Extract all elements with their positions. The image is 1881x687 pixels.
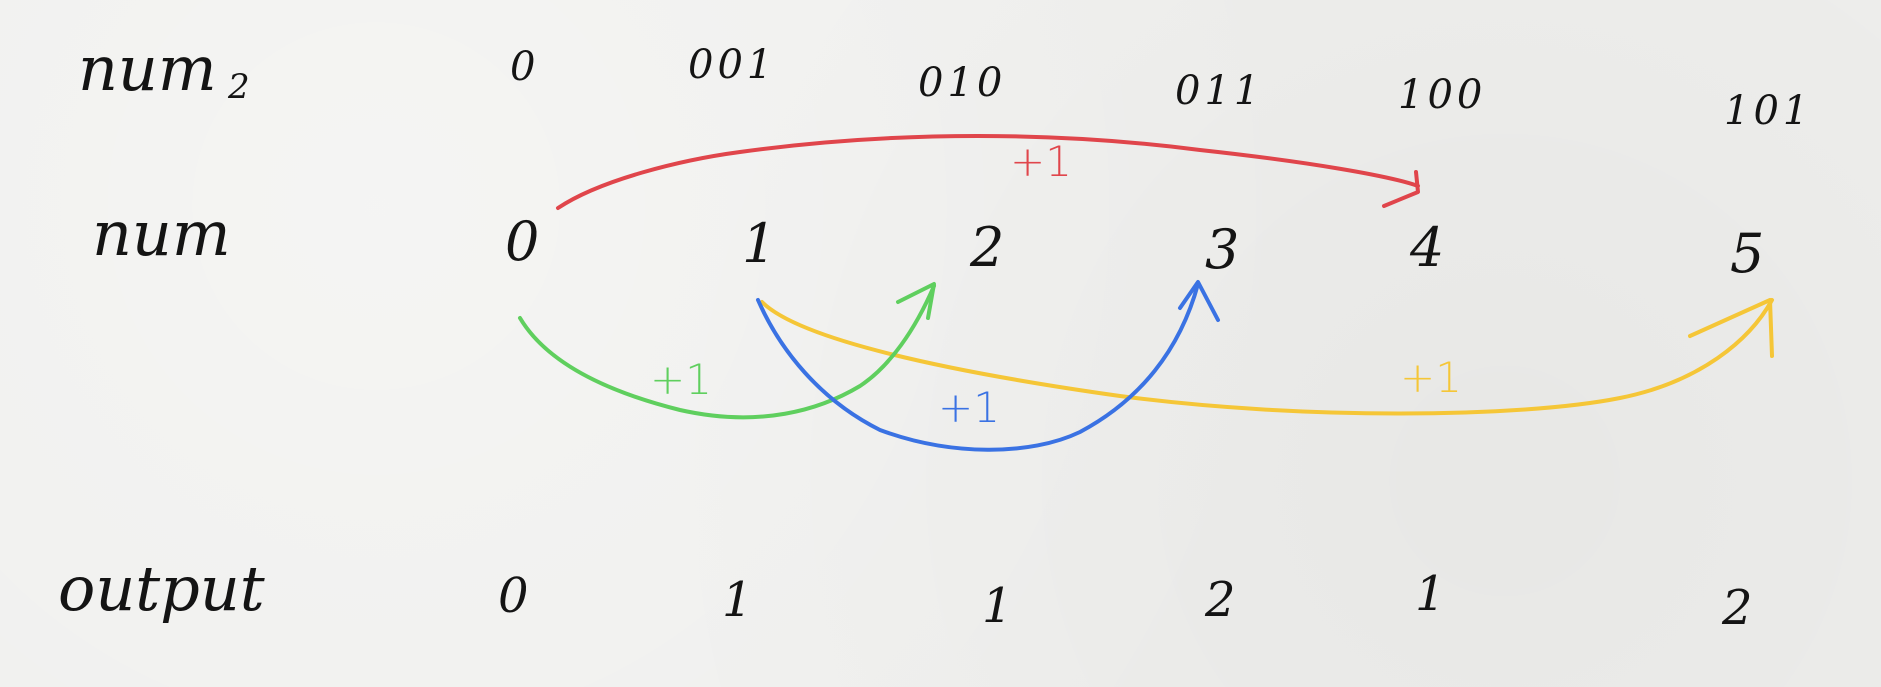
binary-value: 100 xyxy=(1398,72,1486,118)
num-value: 1 xyxy=(742,212,776,275)
num-value: 5 xyxy=(1730,222,1764,285)
binary-row-subscript: 2 xyxy=(227,67,250,107)
output-value: 2 xyxy=(1721,580,1753,636)
binary-value: 101 xyxy=(1724,88,1812,134)
output-value: 0 xyxy=(498,568,529,624)
arrow-green-label: +1 xyxy=(650,355,712,404)
output-value: 1 xyxy=(722,572,753,628)
num-value: 2 xyxy=(969,216,1004,279)
arrow-blue-1-to-3: +1 xyxy=(756,280,1220,452)
output-value: 1 xyxy=(982,578,1013,634)
num-value: 0 xyxy=(505,210,539,273)
binary-value: 0 xyxy=(510,44,539,90)
num-row-label: num xyxy=(92,197,231,270)
arrow-red-0-to-4: +1 xyxy=(556,134,1420,210)
arrow-green-0-to-2: +1 xyxy=(518,282,936,420)
binary-row-label: num xyxy=(78,32,217,105)
arrow-blue-label: +1 xyxy=(938,383,1000,432)
binary-value: 001 xyxy=(688,42,776,88)
output-row-label: output xyxy=(58,552,265,625)
binary-value: 011 xyxy=(1175,68,1263,114)
num-value: 3 xyxy=(1205,218,1239,281)
num-value: 4 xyxy=(1409,216,1444,279)
binary-value: 010 xyxy=(918,60,1006,106)
output-value: 2 xyxy=(1204,572,1236,628)
arrow-red-label: +1 xyxy=(1010,137,1072,186)
arrow-yellow-label: +1 xyxy=(1400,353,1462,402)
arrow-yellow-1-to-5: +1 xyxy=(760,298,1774,416)
output-value: 1 xyxy=(1415,566,1446,622)
